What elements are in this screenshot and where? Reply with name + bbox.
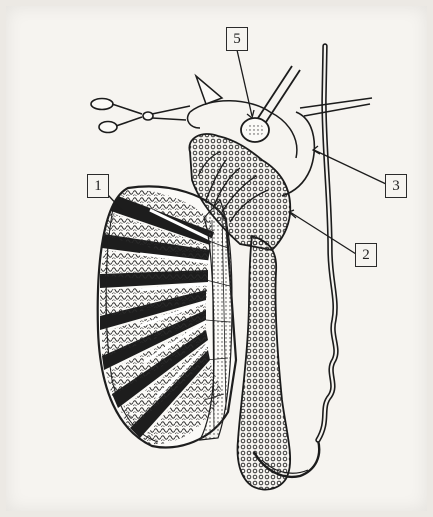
label-2: 2: [355, 243, 377, 267]
label-1: 1: [87, 174, 109, 198]
label-3: 3: [385, 174, 407, 198]
label-5: 5: [226, 27, 248, 51]
instrument-right: [300, 98, 372, 116]
